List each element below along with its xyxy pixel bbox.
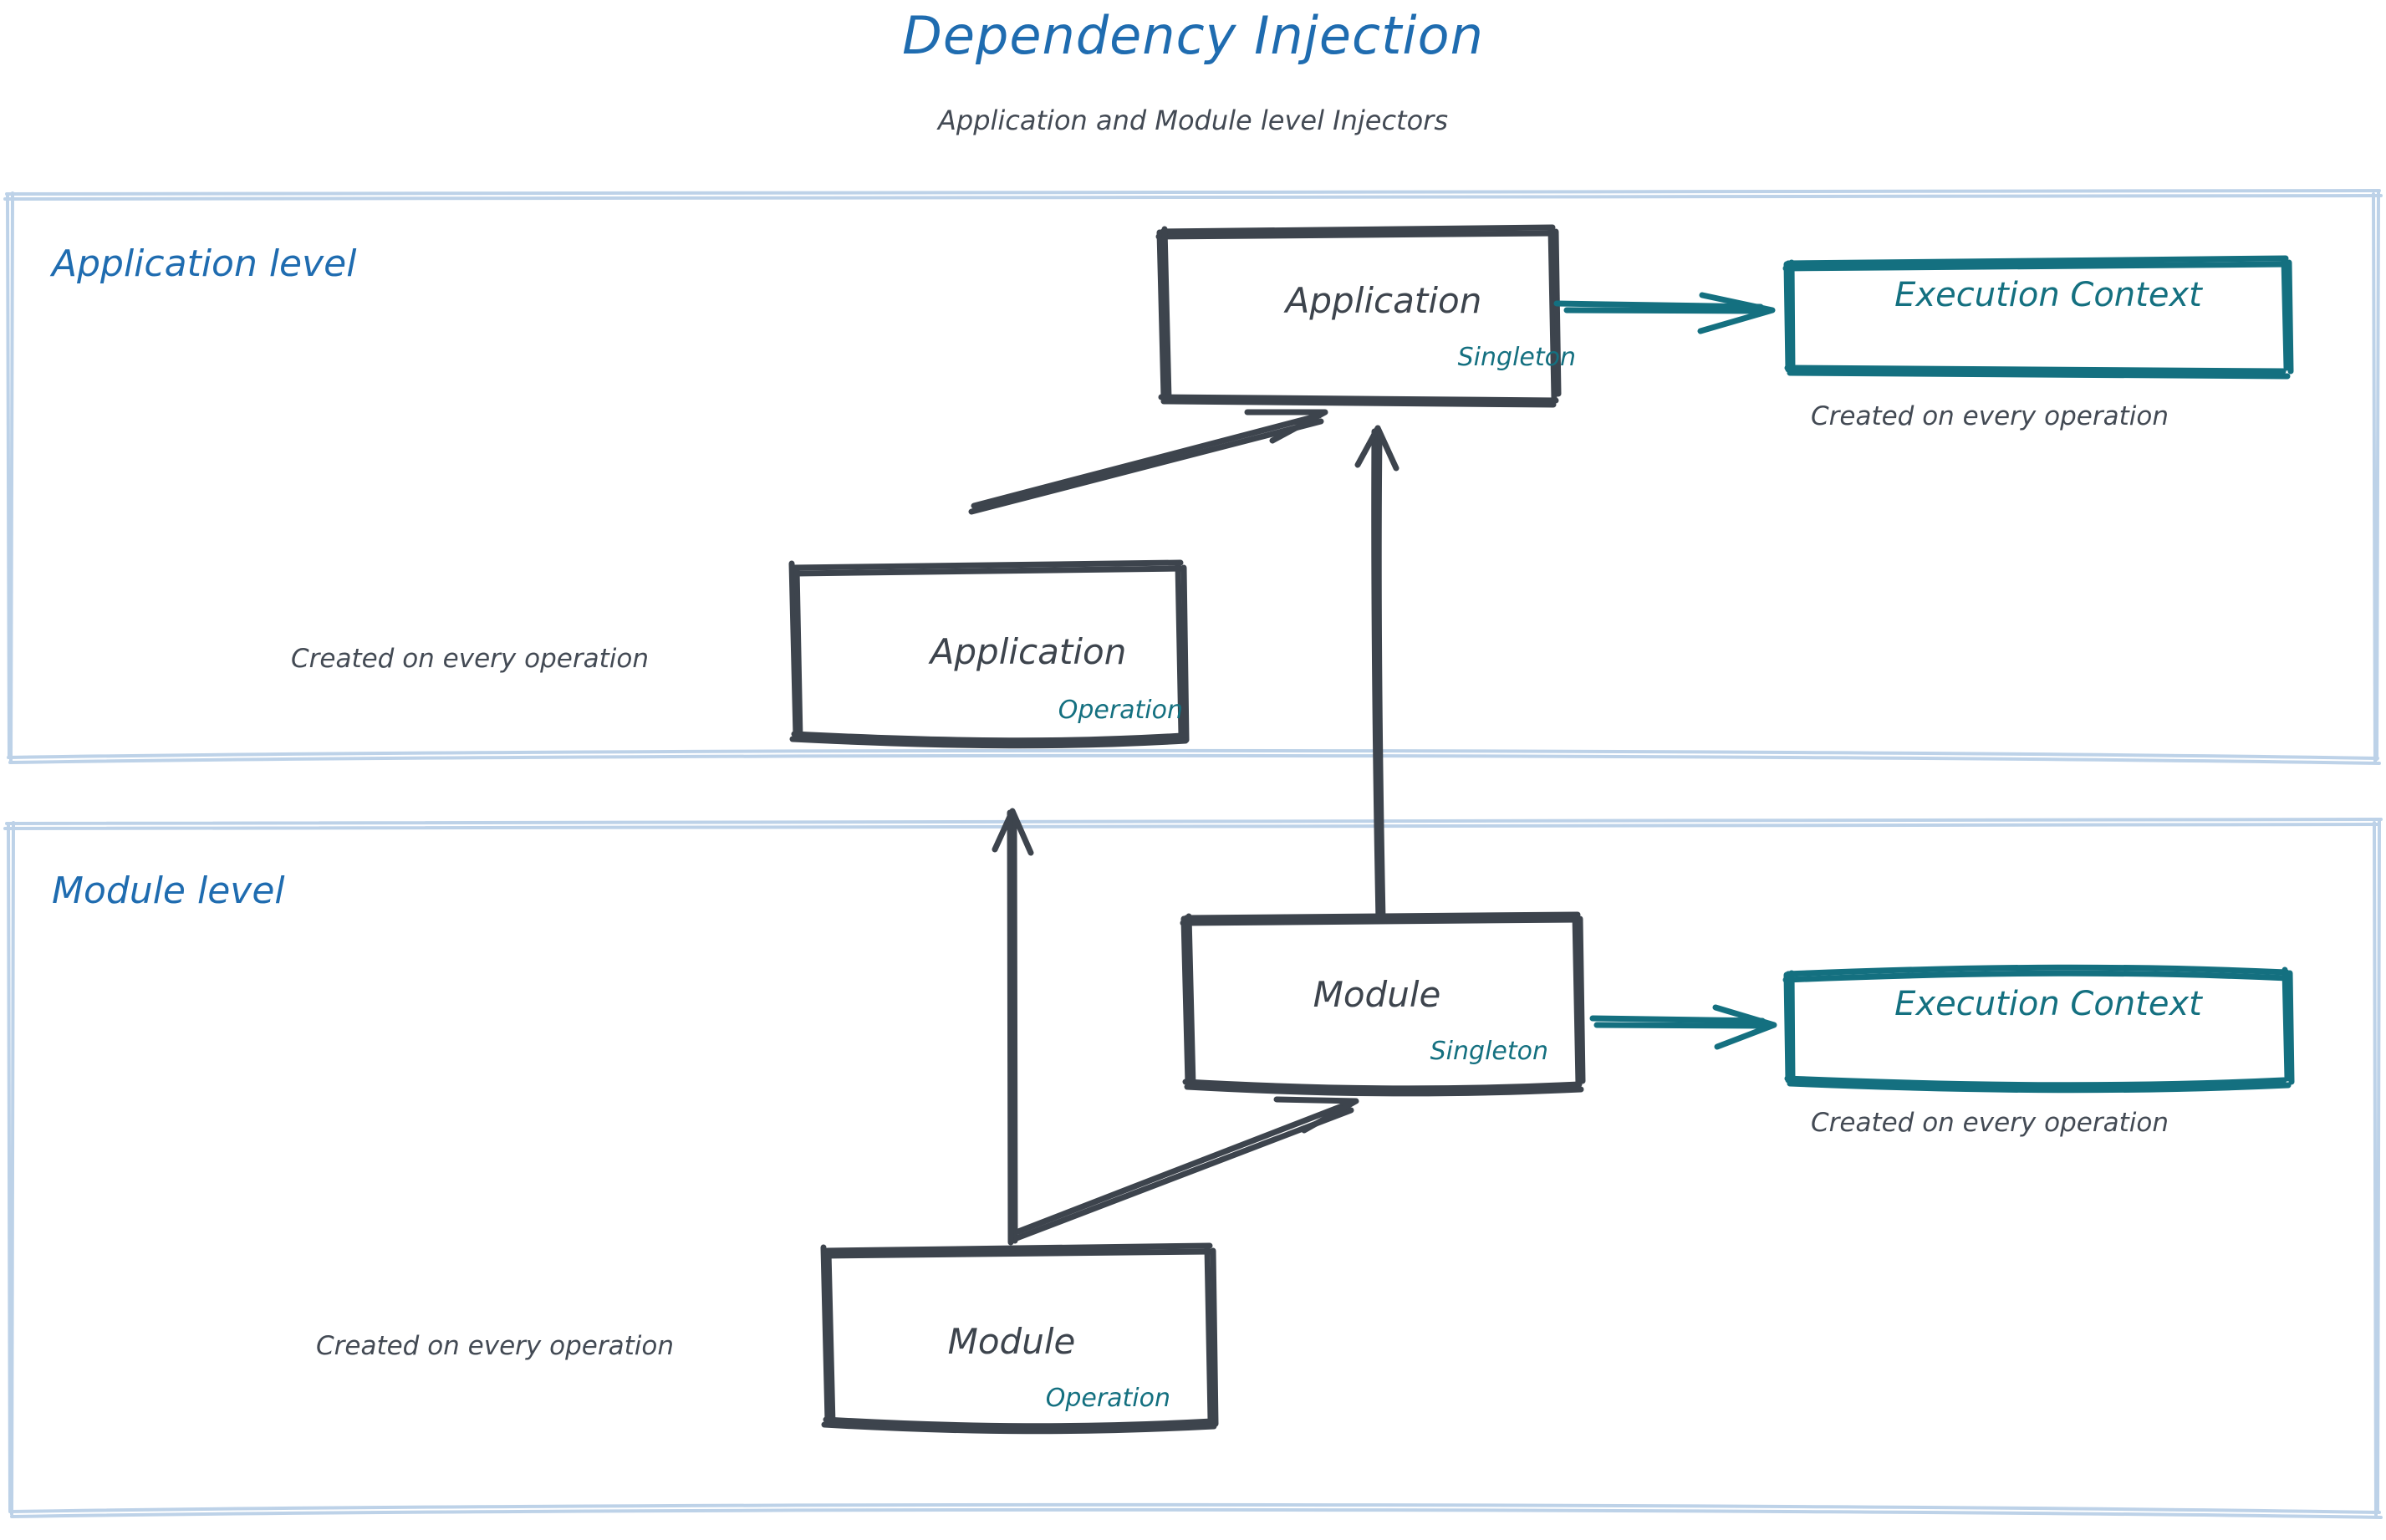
arrow-module-singleton-to-execution-context bbox=[1589, 1004, 1777, 1050]
node-scope-application-singleton: Singleton bbox=[1457, 343, 1576, 372]
node-label-application-operation: Application bbox=[930, 631, 1127, 672]
arrow-app-operation-to-app-singleton bbox=[968, 409, 1328, 515]
node-scope-module-operation: Operation bbox=[1045, 1384, 1170, 1413]
arrow-module-operation-to-app-operation bbox=[992, 808, 1034, 1246]
section-title-module-level: Module level bbox=[52, 869, 285, 912]
node-scope-module-singleton: Singleton bbox=[1430, 1037, 1548, 1066]
section-title-application-level: Application level bbox=[52, 242, 357, 285]
arrow-module-operation-to-module-singleton bbox=[1013, 1096, 1359, 1242]
page-subtitle: Application and Module level Injectors bbox=[938, 105, 1448, 136]
section-frame-module-level bbox=[3, 818, 2383, 1519]
note-module-operation: Created on every operation bbox=[316, 1331, 674, 1361]
node-label-module-operation: Module bbox=[947, 1321, 1076, 1362]
node-label-execution-context-application: Execution Context bbox=[1894, 276, 2202, 314]
node-label-module-singleton: Module bbox=[1313, 974, 1441, 1015]
arrow-module-singleton-to-app-singleton bbox=[1354, 425, 1399, 925]
note-application-operation: Created on every operation bbox=[291, 644, 649, 674]
node-label-application-singleton: Application bbox=[1285, 280, 1482, 321]
node-scope-application-operation: Operation bbox=[1058, 696, 1183, 725]
note-execution-context-module: Created on every operation bbox=[1811, 1108, 2169, 1138]
page-title: Dependency Injection bbox=[902, 5, 1484, 66]
note-execution-context-application: Created on every operation bbox=[1811, 401, 2169, 431]
node-label-execution-context-module: Execution Context bbox=[1894, 985, 2202, 1023]
